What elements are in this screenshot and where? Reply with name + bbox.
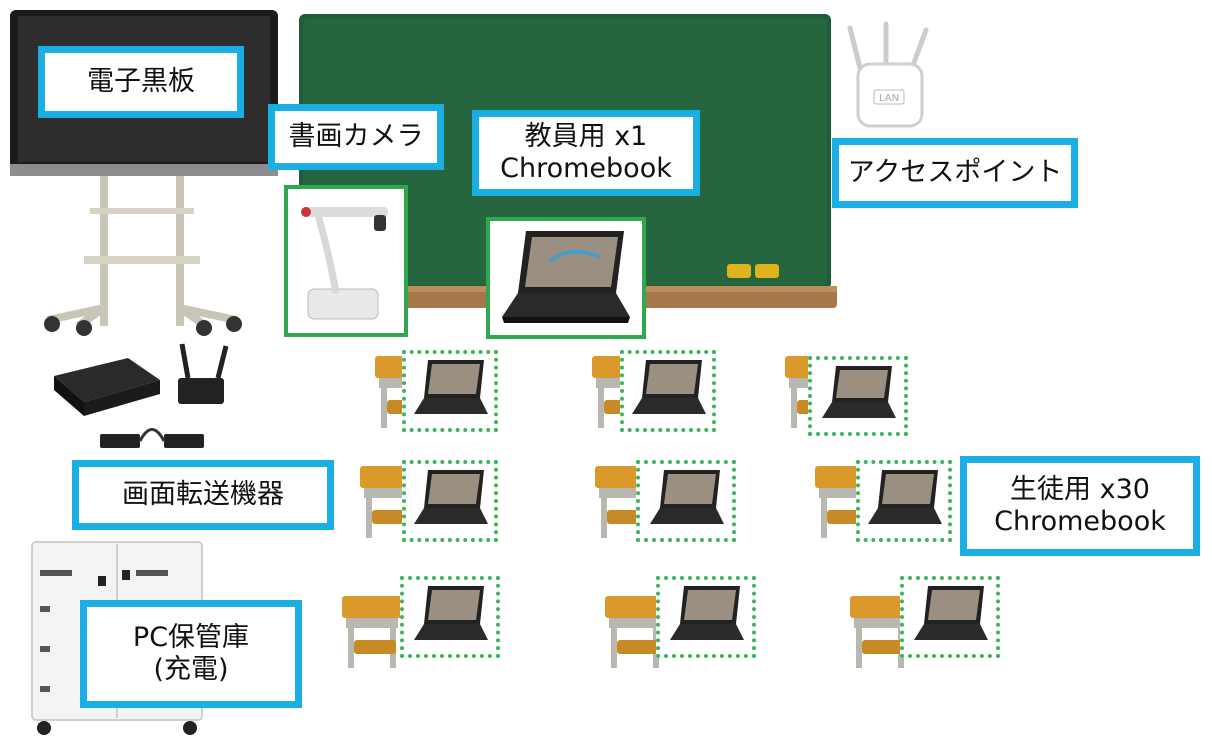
screen-transfer-illustration <box>40 338 240 462</box>
student-laptop-frame <box>856 460 952 542</box>
student-laptop-frame <box>656 576 756 658</box>
laptop-icon <box>414 586 488 640</box>
document-camera-label: 書画カメラ <box>268 104 444 170</box>
laptop-icon <box>650 470 724 524</box>
student-laptop-frame <box>402 460 498 542</box>
access-point-illustration: LAN <box>840 20 940 135</box>
access-point-label: アクセスポイント <box>832 138 1078 208</box>
student-laptop-frame <box>900 576 1000 658</box>
laptop-icon <box>632 360 706 414</box>
router-tag: LAN <box>879 93 899 104</box>
screen-transfer-label: 画面転送機器 <box>72 460 334 530</box>
student-laptop-frame <box>808 356 908 436</box>
teacher-chromebook-frame <box>486 217 646 339</box>
document-camera-frame <box>284 185 408 337</box>
laptop-icon <box>670 586 744 640</box>
laptop-icon <box>414 360 488 414</box>
laptop-icon <box>868 470 942 524</box>
student-laptop-frame <box>620 350 716 432</box>
laptop-icon <box>414 470 488 524</box>
teacher-chromebook-label: 教員用 x1 Chromebook <box>472 110 700 196</box>
document-camera-illustration <box>301 207 388 320</box>
student-laptop-frame <box>636 460 736 542</box>
student-laptop-frame <box>400 576 500 658</box>
laptop-icon <box>822 366 896 418</box>
electronic-blackboard-label: 電子黒板 <box>38 46 244 118</box>
pc-storage-label: PC保管庫 (充電) <box>80 600 302 708</box>
laptop-icon <box>502 231 630 323</box>
student-chromebook-label: 生徒用 x30 Chromebook <box>960 456 1200 556</box>
student-laptop-frame <box>402 350 498 432</box>
laptop-icon <box>914 586 988 640</box>
